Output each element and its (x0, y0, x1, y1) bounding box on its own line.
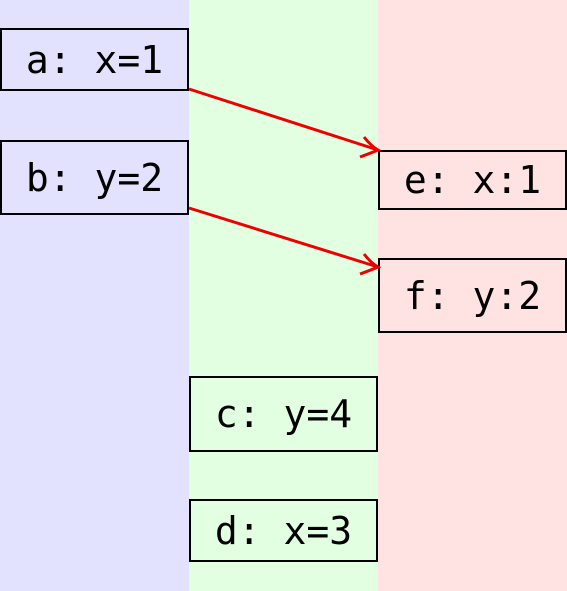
node-c: c: y=4 (189, 376, 378, 452)
node-e: e: x:1 (378, 150, 567, 210)
node-f: f: y:2 (378, 258, 567, 333)
lane-left (0, 0, 189, 591)
node-b: b: y=2 (0, 140, 189, 215)
node-a: a: x=1 (0, 28, 189, 91)
lane-right (378, 0, 567, 591)
node-d: d: x=3 (189, 499, 378, 562)
